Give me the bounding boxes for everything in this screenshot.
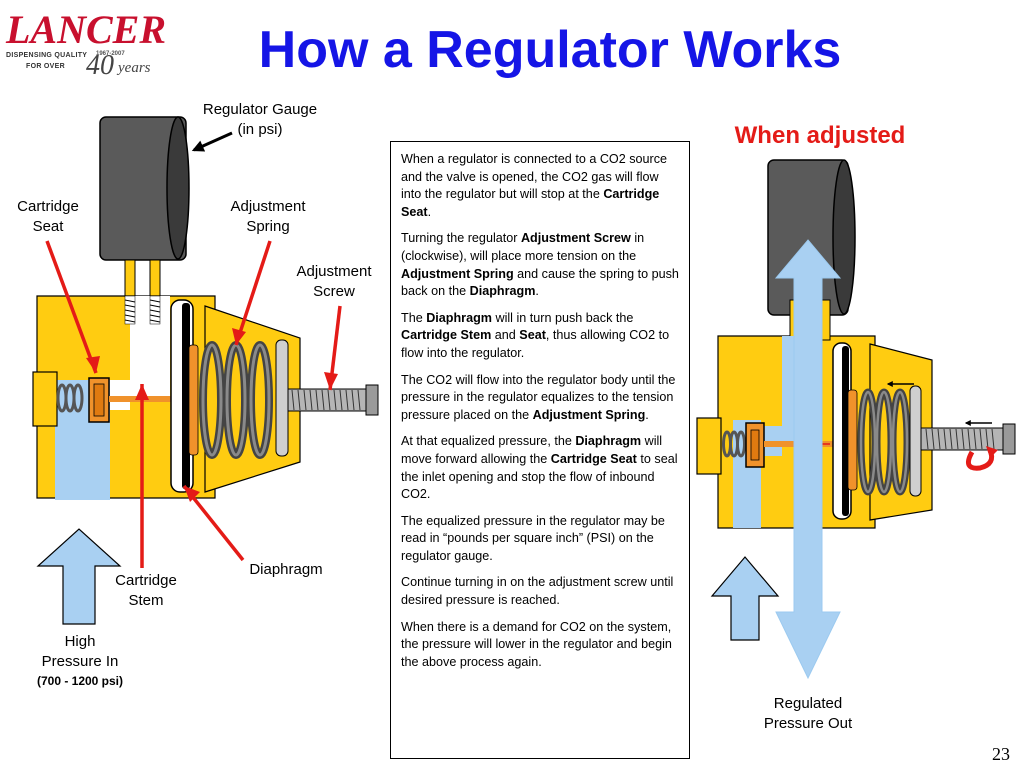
right-inlet-arrow bbox=[710, 556, 780, 641]
page-title: How a Regulator Works bbox=[258, 21, 842, 79]
rotation-arrow-icon bbox=[965, 449, 995, 471]
explanation-paragraph: The Diaphragm will in turn push back the… bbox=[401, 310, 679, 363]
term-bold: Adjustment Spring bbox=[401, 266, 514, 281]
label-regulated-pressure-out: Regulated Pressure Out bbox=[763, 695, 853, 732]
label-adjustment-spring: Adjustment Spring bbox=[230, 198, 306, 235]
text-run: in (clockwise), will place more tension … bbox=[401, 231, 645, 263]
pointer-lines bbox=[45, 240, 342, 568]
term-bold: Diaphragm bbox=[575, 434, 642, 449]
label-adjustment-screw: Adjustment Screw bbox=[296, 263, 372, 300]
text-run: will move forward allowing the bbox=[401, 434, 663, 466]
label-cartridge-seat: Cartridge Seat bbox=[17, 198, 79, 235]
logo-wordmark: LANCER bbox=[6, 7, 167, 52]
text-run: Continue turning in on the adjustment sc… bbox=[401, 575, 674, 608]
term-bold: Cartridge Stem bbox=[401, 328, 492, 343]
label-diaphragm: Diaphragm bbox=[249, 561, 323, 578]
when-adjusted-title: When adjusted bbox=[734, 122, 906, 149]
text-run: , thus allowing CO2 to flow into the reg… bbox=[401, 328, 670, 360]
right-regulator bbox=[696, 159, 1016, 680]
label-high-pressure-range: (700 - 1200 psi) bbox=[36, 674, 124, 688]
text-run: and bbox=[491, 328, 520, 343]
term-bold: Seat bbox=[519, 328, 546, 343]
page-number: 23 bbox=[992, 744, 1010, 764]
text-run: to seal the inlet opening and stop the f… bbox=[401, 451, 678, 502]
lancer-logo: LANCER DISPENSING QUALITY FOR OVER 1967-… bbox=[4, 6, 167, 81]
text-run: . bbox=[645, 407, 649, 422]
logo-tagline-2: FOR OVER bbox=[26, 63, 65, 70]
explanation-paragraph: When there is a demand for CO2 on the sy… bbox=[401, 619, 679, 672]
explanation-paragraph: When a regulator is connected to a CO2 s… bbox=[401, 151, 679, 221]
text-run: When a regulator is connected to a CO2 s… bbox=[401, 152, 668, 202]
term-bold: Adjustment Spring bbox=[532, 407, 646, 422]
explanation-paragraph: Continue turning in on the adjustment sc… bbox=[401, 574, 679, 609]
text-run: and cause the spring to push back on the bbox=[401, 266, 679, 299]
label-cartridge-stem: Cartridge Stem bbox=[115, 572, 177, 609]
high-pressure-arrow bbox=[36, 528, 122, 625]
explanation-paragraph: Turning the regulator Adjustment Screw i… bbox=[401, 230, 679, 300]
text-run: Turning the regulator bbox=[401, 231, 521, 246]
text-run: The CO2 will flow into the regulator bod… bbox=[401, 372, 676, 422]
text-run: . bbox=[535, 284, 539, 299]
logo-years-word: years bbox=[118, 60, 151, 76]
regulated-flow-arrow bbox=[774, 239, 842, 680]
text-run: The equalized pressure in the regulator … bbox=[401, 513, 665, 563]
label-high-pressure-in: High Pressure In bbox=[41, 633, 119, 670]
term-bold: Cartridge Seat bbox=[401, 187, 660, 219]
logo-years-range: 1967-2007 bbox=[96, 51, 125, 57]
logo-forty: 40 bbox=[86, 50, 114, 81]
logo-tagline-1: DISPENSING QUALITY bbox=[6, 52, 88, 59]
text-run: At that equalized pressure, the bbox=[401, 434, 576, 449]
left-regulator bbox=[32, 116, 379, 625]
text-run: . bbox=[427, 204, 432, 219]
text-run: will in turn push back the bbox=[491, 310, 634, 325]
explanation-text-box: When a regulator is connected to a CO2 s… bbox=[390, 141, 690, 759]
term-bold: Cartridge Seat bbox=[550, 451, 637, 466]
explanation-paragraph: At that equalized pressure, the Diaphrag… bbox=[401, 433, 679, 503]
regulator-gauge-icon bbox=[99, 116, 190, 297]
text-run: When there is a demand for CO2 on the sy… bbox=[401, 619, 672, 669]
label-regulator-gauge: Regulator Gauge (in psi) bbox=[202, 101, 318, 138]
term-bold: Adjustment Screw bbox=[520, 231, 631, 246]
explanation-paragraph: The CO2 will flow into the regulator bod… bbox=[401, 372, 679, 425]
text-run: The bbox=[401, 310, 427, 325]
term-bold: Diaphragm bbox=[469, 284, 536, 299]
term-bold: Diaphragm bbox=[426, 310, 492, 325]
explanation-paragraph: The equalized pressure in the regulator … bbox=[401, 513, 679, 566]
